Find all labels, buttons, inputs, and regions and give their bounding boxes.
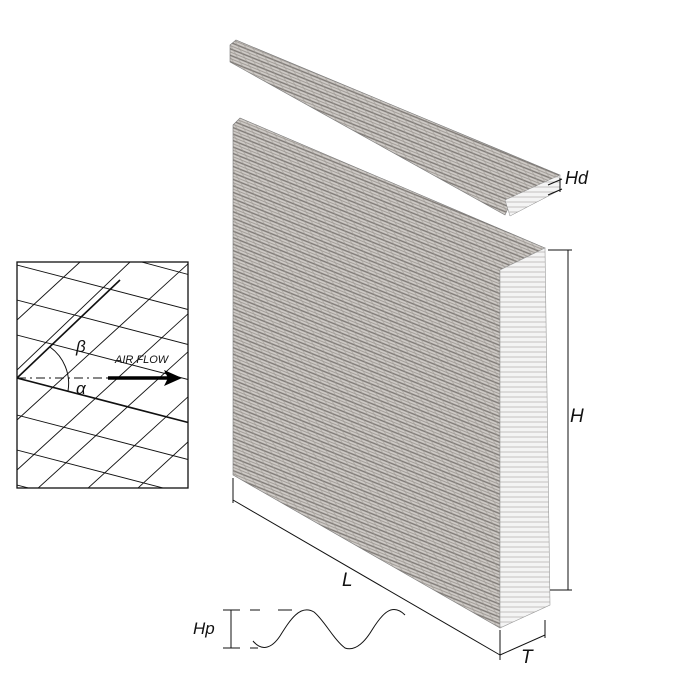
cooling-pad [232,117,551,629]
distribution-slab [229,39,561,217]
label-l: L [342,570,353,591]
pad-side-face [499,247,551,629]
label-beta: β [75,337,86,356]
label-t: T [521,647,534,668]
label-hp: Hp [193,619,215,638]
flute-angle-inset: β α AIR FLOW [16,261,189,489]
flute-profile [223,609,406,650]
label-hd: Hd [565,168,589,188]
label-h: H [570,406,584,427]
label-air-flow: AIR FLOW [114,354,170,366]
label-alpha: α [76,379,87,398]
dimension-lines [232,178,572,660]
